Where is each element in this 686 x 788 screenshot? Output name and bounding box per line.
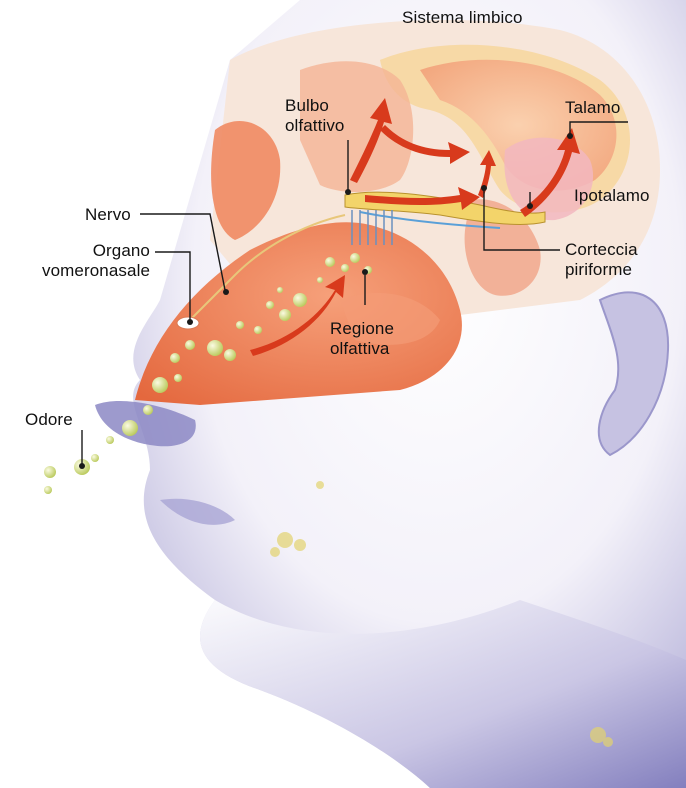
- label-ipotalamo: Ipotalamo: [574, 186, 650, 206]
- label-regione-olfattiva: Regione olfattiva: [330, 319, 394, 359]
- label-bulbo-olfattivo: Bulbo olfattivo: [285, 96, 345, 136]
- label-corteccia-line1: Corteccia: [565, 240, 638, 260]
- label-regione-line2: olfattiva: [330, 339, 394, 359]
- label-regione-line1: Regione: [330, 319, 394, 339]
- label-nervo: Nervo: [85, 205, 131, 225]
- label-odore: Odore: [25, 410, 73, 430]
- label-organo-line1: Organo: [0, 241, 150, 261]
- label-talamo: Talamo: [565, 98, 620, 118]
- label-corteccia-line2: piriforme: [565, 260, 638, 280]
- label-corteccia-piriforme: Corteccia piriforme: [565, 240, 638, 280]
- label-organo-vomeronasale: Organo vomeronasale: [0, 241, 150, 281]
- label-sistema-limbico: Sistema limbico: [402, 8, 523, 28]
- label-bulbo-line1: Bulbo: [285, 96, 345, 116]
- label-bulbo-line2: olfattivo: [285, 116, 345, 136]
- label-organo-line2: vomeronasale: [0, 261, 150, 281]
